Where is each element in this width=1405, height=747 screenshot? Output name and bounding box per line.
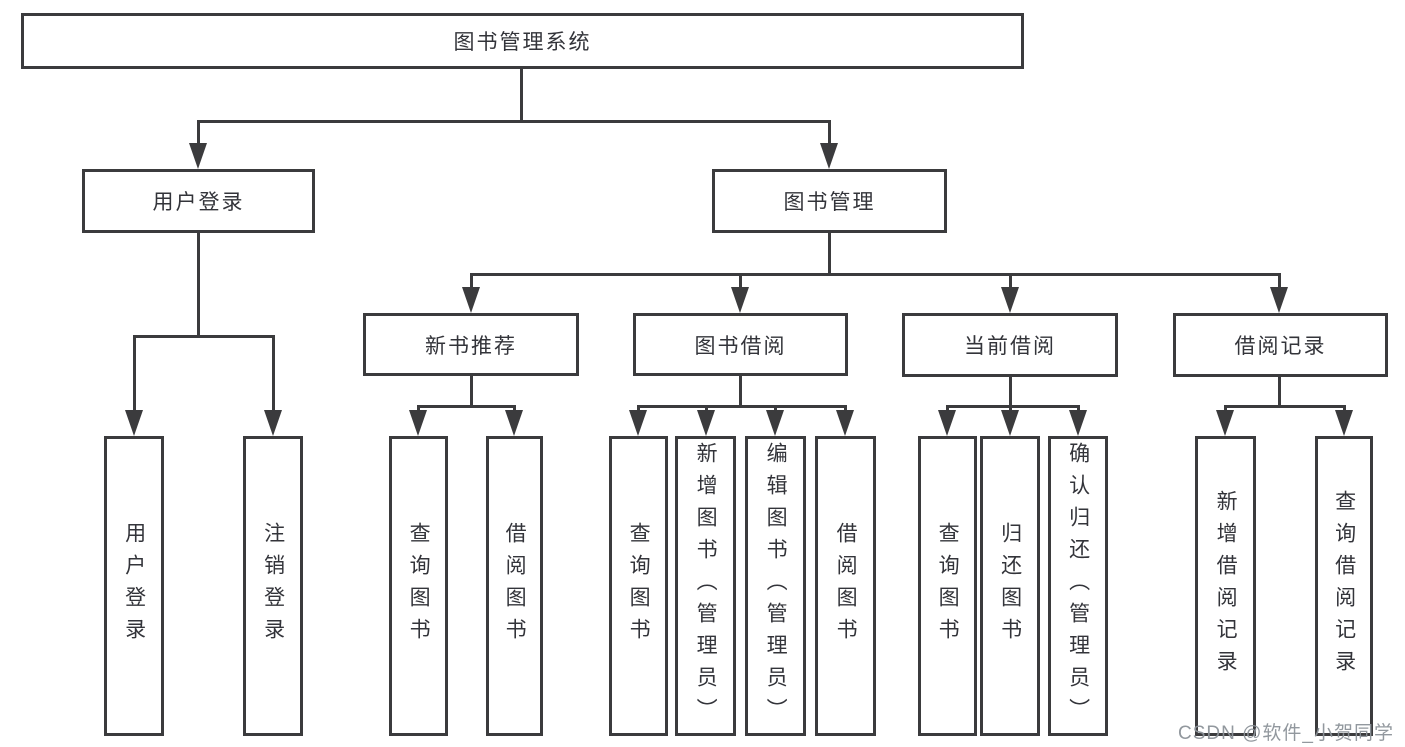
node-borrow-record-label: 借阅记录 [1234,335,1327,358]
connector-root-drop-right [828,120,831,150]
arrow-bb-borrow [836,410,854,436]
arrow-to-leaf-logout [264,410,282,436]
leaf-user-login: 用户登录 [104,436,164,736]
arrow-br-add [1216,410,1234,436]
leaf-logout-label: 注销登录 [261,522,285,650]
node-new-book-recommend: 新书推荐 [363,313,579,376]
connector-user-login-branch [133,335,275,338]
leaf-bb-borrow-book: 借阅图书 [815,436,876,736]
leaf-br-query-record-label: 查询借阅记录 [1332,490,1356,682]
leaf-bb-query-book: 查询图书 [609,436,668,736]
connector-book-mgmt-branch [470,273,1281,276]
connector-book-borrow-branch [637,405,847,408]
arrow-cb-return [1001,410,1019,436]
leaf-nb-borrow-book-label: 借阅图书 [503,522,527,650]
connector-book-mgmt-stem [828,233,831,275]
node-user-login: 用户登录 [82,169,315,233]
leaf-nb-query-book: 查询图书 [389,436,448,736]
node-root: 图书管理系统 [21,13,1024,69]
node-book-management-label: 图书管理 [783,191,876,214]
connector-book-mgmt-drop-4 [1278,273,1281,293]
leaf-br-query-record: 查询借阅记录 [1315,436,1373,736]
leaf-nb-query-book-label: 查询图书 [407,522,431,650]
connector-user-login-drop-2 [272,335,275,415]
leaf-bb-edit-book-admin-label: 编辑图书（管理员） [764,442,788,730]
arrow-to-current-borrow [1001,287,1019,313]
arrow-nb-query [409,410,427,436]
connector-book-mgmt-drop-2 [739,273,742,293]
arrow-nb-borrow [505,410,523,436]
leaf-cb-query-book: 查询图书 [918,436,977,736]
arrow-to-book-management [820,143,838,169]
connector-book-mgmt-drop-3 [1009,273,1012,293]
csdn-watermark: CSDN @软件_小贺同学 [1178,723,1394,744]
arrow-bb-add [697,410,715,436]
connector-user-login-drop-1 [133,335,136,415]
arrow-bb-edit [766,410,784,436]
arrow-to-new-book [462,287,480,313]
connector-borrow-record-branch [1224,405,1346,408]
leaf-bb-edit-book-admin: 编辑图书（管理员） [745,436,806,736]
leaf-bb-borrow-book-label: 借阅图书 [834,522,858,650]
arrow-cb-query [938,410,956,436]
arrow-to-book-borrow [731,287,749,313]
connector-book-borrow-stem [739,376,742,407]
connector-current-borrow-stem [1009,377,1012,407]
leaf-cb-return-book-label: 归还图书 [998,522,1022,650]
arrow-cb-confirm [1069,410,1087,436]
connector-root-stem [520,69,523,121]
node-root-label: 图书管理系统 [453,31,592,54]
arrow-bb-query [629,410,647,436]
leaf-bb-add-book-admin: 新增图书（管理员） [675,436,736,736]
arrow-to-borrow-record [1270,287,1288,313]
node-borrow-record: 借阅记录 [1173,313,1388,377]
leaf-cb-confirm-return-admin-label: 确认归还（管理员） [1066,442,1090,730]
node-new-book-recommend-label: 新书推荐 [425,334,517,358]
leaf-nb-borrow-book: 借阅图书 [486,436,543,736]
leaf-br-add-record-label: 新增借阅记录 [1214,490,1238,682]
node-book-management: 图书管理 [712,169,947,233]
leaf-br-add-record: 新增借阅记录 [1195,436,1256,736]
leaf-cb-return-book: 归还图书 [980,436,1040,736]
connector-current-borrow-branch [946,405,1080,408]
leaf-logout: 注销登录 [243,436,303,736]
arrow-to-user-login [189,143,207,169]
leaf-bb-query-book-label: 查询图书 [627,522,651,650]
connector-user-login-stem [197,233,200,337]
node-book-borrow-label: 图书借阅 [694,334,787,358]
leaf-bb-add-book-admin-label: 新增图书（管理员） [694,442,718,730]
node-current-borrow-label: 当前借阅 [964,335,1056,358]
arrow-to-leaf-login [125,410,143,436]
connector-root-drop-left [197,120,200,150]
connector-new-book-stem [470,376,473,407]
node-user-login-label: 用户登录 [152,191,245,214]
connector-borrow-record-stem [1278,377,1281,407]
node-current-borrow: 当前借阅 [902,313,1118,377]
leaf-cb-confirm-return-admin: 确认归还（管理员） [1048,436,1108,736]
connector-root-branch [197,120,831,123]
node-book-borrow: 图书借阅 [633,313,848,376]
leaf-user-login-label: 用户登录 [122,522,146,650]
connector-book-mgmt-drop-1 [470,273,473,293]
leaf-cb-query-book-label: 查询图书 [936,522,960,650]
arrow-br-query [1335,410,1353,436]
connector-new-book-branch [417,405,516,408]
